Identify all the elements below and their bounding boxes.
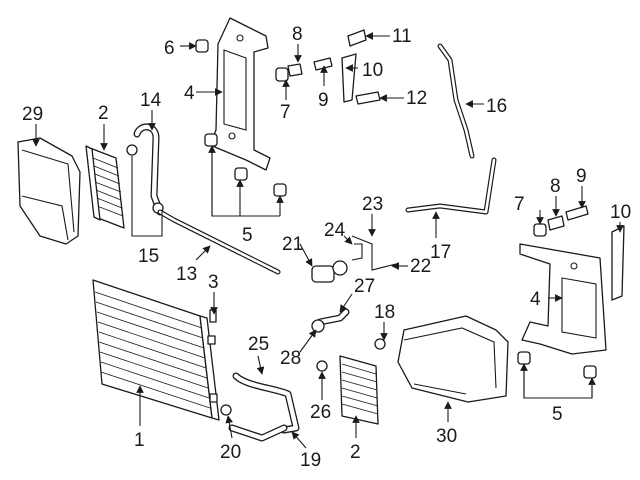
callout-labels: 1 2 2 3 4 4 5 5 6 7 7 8 8 9 9 10 10 11 1…: [22, 24, 631, 471]
bracket-part-lower: [519, 243, 607, 355]
callout-24: 24: [324, 220, 346, 241]
callout-6: 6: [164, 38, 175, 59]
callout-5-lower: 5: [552, 404, 563, 425]
callout-10-lower: 10: [610, 202, 631, 223]
callout-4-lower: 4: [530, 289, 541, 310]
callout-29: 29: [22, 104, 43, 125]
callout-17: 17: [430, 242, 451, 263]
center-components-part: [311, 235, 397, 283]
callout-7-lower: 7: [514, 194, 525, 215]
callout-25: 25: [248, 334, 269, 355]
callout-1: 1: [134, 430, 145, 451]
bracket-part-upper: [209, 17, 271, 171]
hardware-part-lower: [533, 205, 625, 301]
aux-radiator-part-lower: [339, 355, 379, 425]
callout-3: 3: [208, 272, 219, 293]
callout-12: 12: [406, 88, 427, 109]
callout-4-upper: 4: [184, 83, 195, 104]
callout-2-lower: 2: [350, 442, 361, 463]
condenser-part: [92, 279, 220, 421]
callout-27: 27: [354, 276, 375, 297]
aux-radiator-part-upper: [85, 145, 125, 229]
callout-14: 14: [140, 90, 162, 111]
callout-9-upper: 9: [318, 90, 329, 111]
callout-5-upper: 5: [242, 225, 253, 246]
callout-8-lower: 8: [550, 176, 561, 197]
callout-15: 15: [138, 246, 159, 267]
callout-2-upper: 2: [98, 103, 109, 124]
callout-9-lower: 9: [576, 166, 587, 187]
callout-18: 18: [374, 302, 395, 323]
callout-16: 16: [486, 96, 507, 117]
callout-26: 26: [310, 402, 331, 423]
callout-11: 11: [392, 26, 412, 47]
callout-7-upper: 7: [280, 102, 291, 123]
callout-30: 30: [436, 426, 457, 447]
mounts-part-lower: [517, 351, 597, 379]
air-duct-part-right: [397, 315, 509, 403]
pipe-part-17: [405, 157, 497, 215]
fittings-part: [209, 309, 386, 372]
pipe-part-16: [437, 43, 475, 159]
callout-13: 13: [176, 264, 197, 285]
callout-28: 28: [280, 348, 301, 369]
air-duct-part-left: [17, 137, 81, 245]
callout-23: 23: [362, 194, 383, 215]
callout-10-upper: 10: [362, 60, 383, 81]
callout-19: 19: [300, 450, 321, 471]
leader-lines: [32, 32, 624, 449]
lower-hoses-part: [220, 308, 350, 442]
callout-21: 21: [282, 234, 303, 255]
callout-22: 22: [410, 256, 431, 277]
callout-8-upper: 8: [292, 24, 303, 45]
callout-20: 20: [220, 442, 241, 463]
bar-part-13: [157, 209, 281, 275]
